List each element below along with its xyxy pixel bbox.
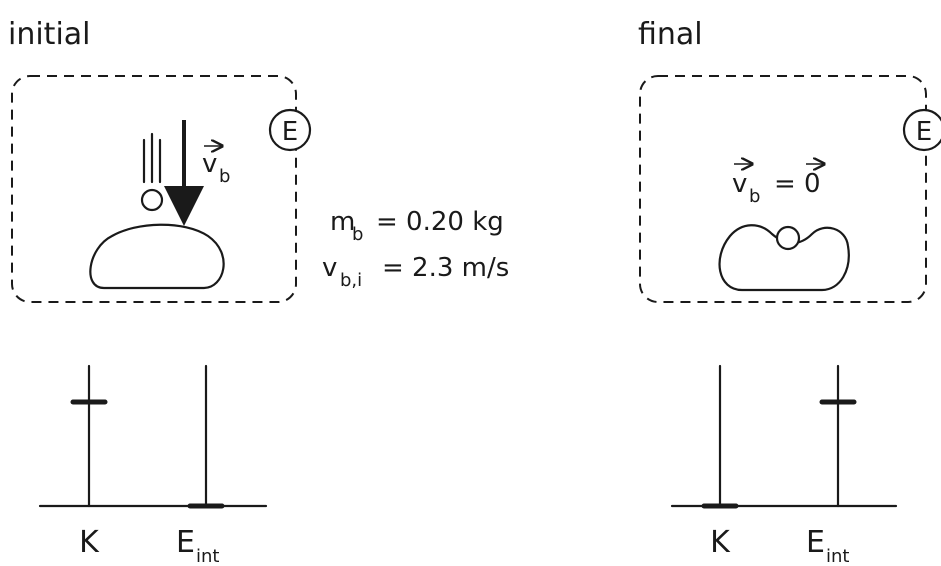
speed-subscript: b,i [340, 270, 362, 291]
final-k-label: K [710, 525, 731, 560]
given-values: m b = 0.20 kg v b,i = 2.3 m/s [322, 207, 509, 291]
initial-title: initial [8, 17, 91, 52]
speed-symbol: v [322, 253, 337, 283]
initial-k-label: K [79, 525, 100, 560]
speed-value: = 2.3 m/s [382, 253, 509, 283]
initial-environment-label: E [282, 117, 298, 147]
initial-energy-bar-chart: K E int [40, 366, 266, 566]
clay-lump-initial [90, 225, 223, 288]
initial-system-boundary [12, 76, 296, 302]
falling-ball [142, 190, 162, 210]
final-velocity-equals: = 0 [774, 169, 821, 199]
initial-eint-subscript: int [196, 546, 219, 566]
mass-value: = 0.20 kg [376, 207, 504, 237]
embedded-ball [777, 227, 799, 249]
final-velocity-symbol: v [732, 169, 747, 199]
initial-eint-label: E [176, 525, 195, 560]
final-energy-bar-chart: K E int [672, 366, 896, 566]
final-velocity-label: v b = 0 [732, 164, 824, 207]
final-title: final [638, 17, 703, 52]
initial-environment-icon: E [270, 110, 310, 150]
final-environment-label: E [916, 117, 932, 147]
final-environment-icon: E [904, 110, 941, 150]
motion-lines [144, 134, 160, 182]
final-velocity-subscript: b [749, 186, 760, 207]
final-eint-label: E [806, 525, 825, 560]
final-eint-subscript: int [826, 546, 849, 566]
initial-velocity-symbol: v [202, 149, 217, 179]
initial-velocity-subscript: b [219, 166, 230, 187]
mass-subscript: b [352, 224, 363, 245]
initial-velocity-label: v b [202, 146, 230, 187]
